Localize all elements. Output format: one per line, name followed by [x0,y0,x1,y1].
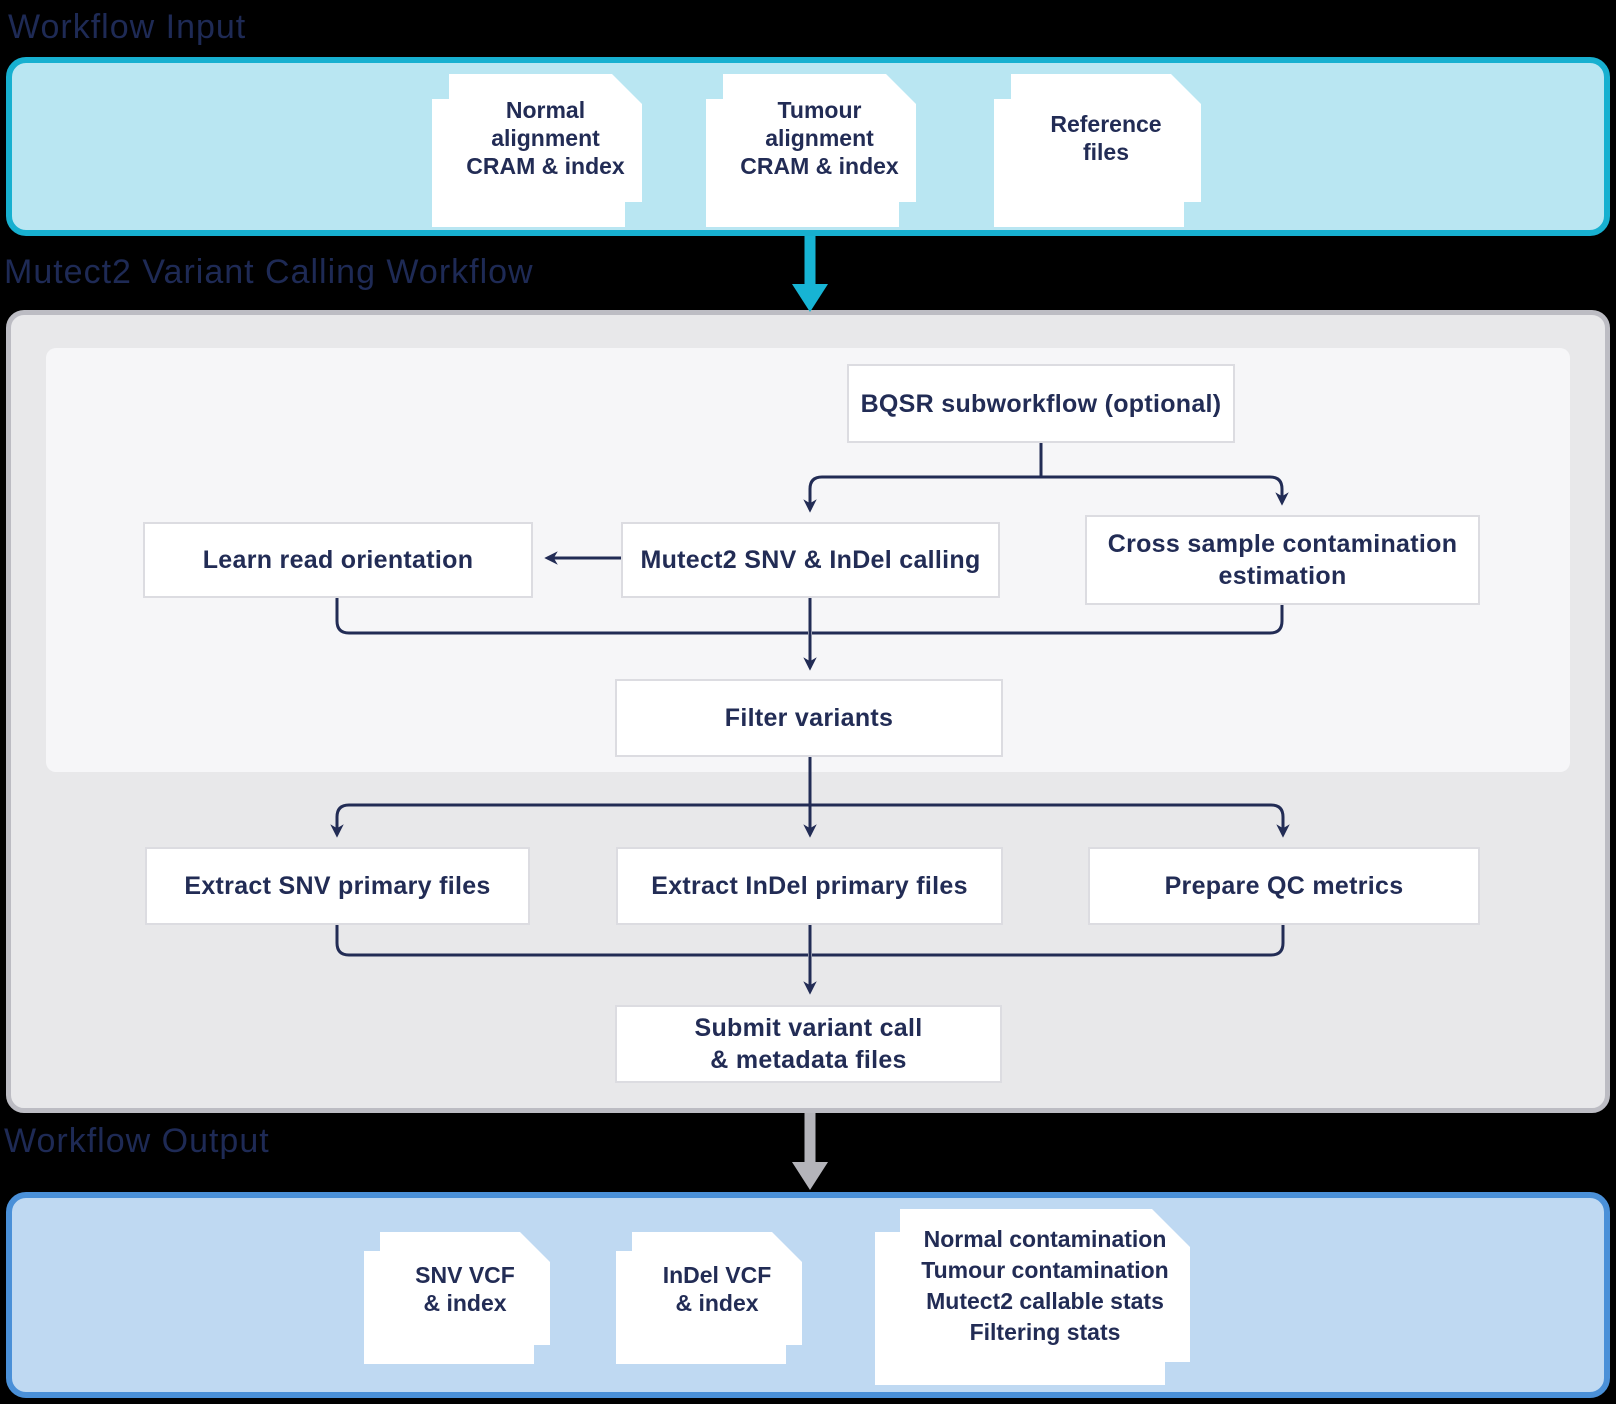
node-label: & metadata files [710,1046,907,1074]
node-label: Mutect2 SNV & InDel calling [640,546,981,574]
doc-line: alignment [491,125,600,151]
node-label: Extract InDel primary files [651,872,968,900]
doc-line: & index [675,1289,759,1316]
input-to-workflow-arrow [792,236,828,312]
doc-line: Filtering stats [969,1318,1121,1345]
node-label: BQSR subworkflow (optional) [860,389,1222,418]
node-label: Learn read orientation [202,546,474,574]
node-label: Prepare QC metrics [1164,872,1404,900]
doc-line: Normal contamination [923,1225,1167,1252]
node-bqsr-subworkflow: BQSR subworkflow (optional) [847,364,1235,443]
doc-line: CRAM & index [466,153,625,179]
document-front-page: Reference files [1011,74,1201,202]
document-front-page: Tumour alignment CRAM & index [723,74,916,202]
node-extract-snv-primary-files: Extract SNV primary files [145,847,530,925]
node-label: estimation [1218,562,1347,590]
node-label: Submit variant call [694,1014,923,1042]
node-label: Extract SNV primary files [184,872,491,900]
workflow-input-title: Workflow Input [8,8,247,46]
node-submit-variant-call: Submit variant call & metadata files [615,1005,1002,1083]
workflow-to-output-arrow [792,1113,828,1190]
document-front-page: InDel VCF & index [632,1232,802,1345]
node-label: Cross sample contamination [1107,530,1458,558]
doc-line: Mutect2 callable stats [926,1287,1164,1314]
doc-line: SNV VCF [415,1261,515,1288]
mutect2-workflow-title: Mutect2 Variant Calling Workflow [4,253,534,291]
doc-line: InDel VCF [662,1261,772,1288]
node-mutect2-calling: Mutect2 SNV & InDel calling [621,522,1000,598]
document-front-page: Normal contamination Tumour contaminatio… [900,1209,1190,1362]
node-learn-read-orientation: Learn read orientation [143,522,533,598]
doc-line: Tumour [777,97,862,123]
workflow-output-panel [6,1192,1610,1398]
doc-line: Normal [505,97,586,123]
doc-line: Reference [1050,111,1162,137]
doc-line: Tumour contamination [921,1256,1169,1283]
document-front-page: Normal alignment CRAM & index [449,74,642,202]
doc-line: files [1082,139,1130,165]
node-label: Filter variants [724,704,894,732]
workflow-output-title: Workflow Output [4,1122,270,1160]
doc-line: & index [423,1289,507,1316]
doc-line: alignment [765,125,874,151]
document-front-page: SNV VCF & index [380,1232,550,1345]
node-filter-variants: Filter variants [615,679,1003,757]
node-prepare-qc-metrics: Prepare QC metrics [1088,847,1480,925]
node-extract-indel-primary-files: Extract InDel primary files [616,847,1003,925]
node-cross-sample-contamination: Cross sample contamination estimation [1085,515,1480,605]
doc-line: CRAM & index [740,153,899,179]
